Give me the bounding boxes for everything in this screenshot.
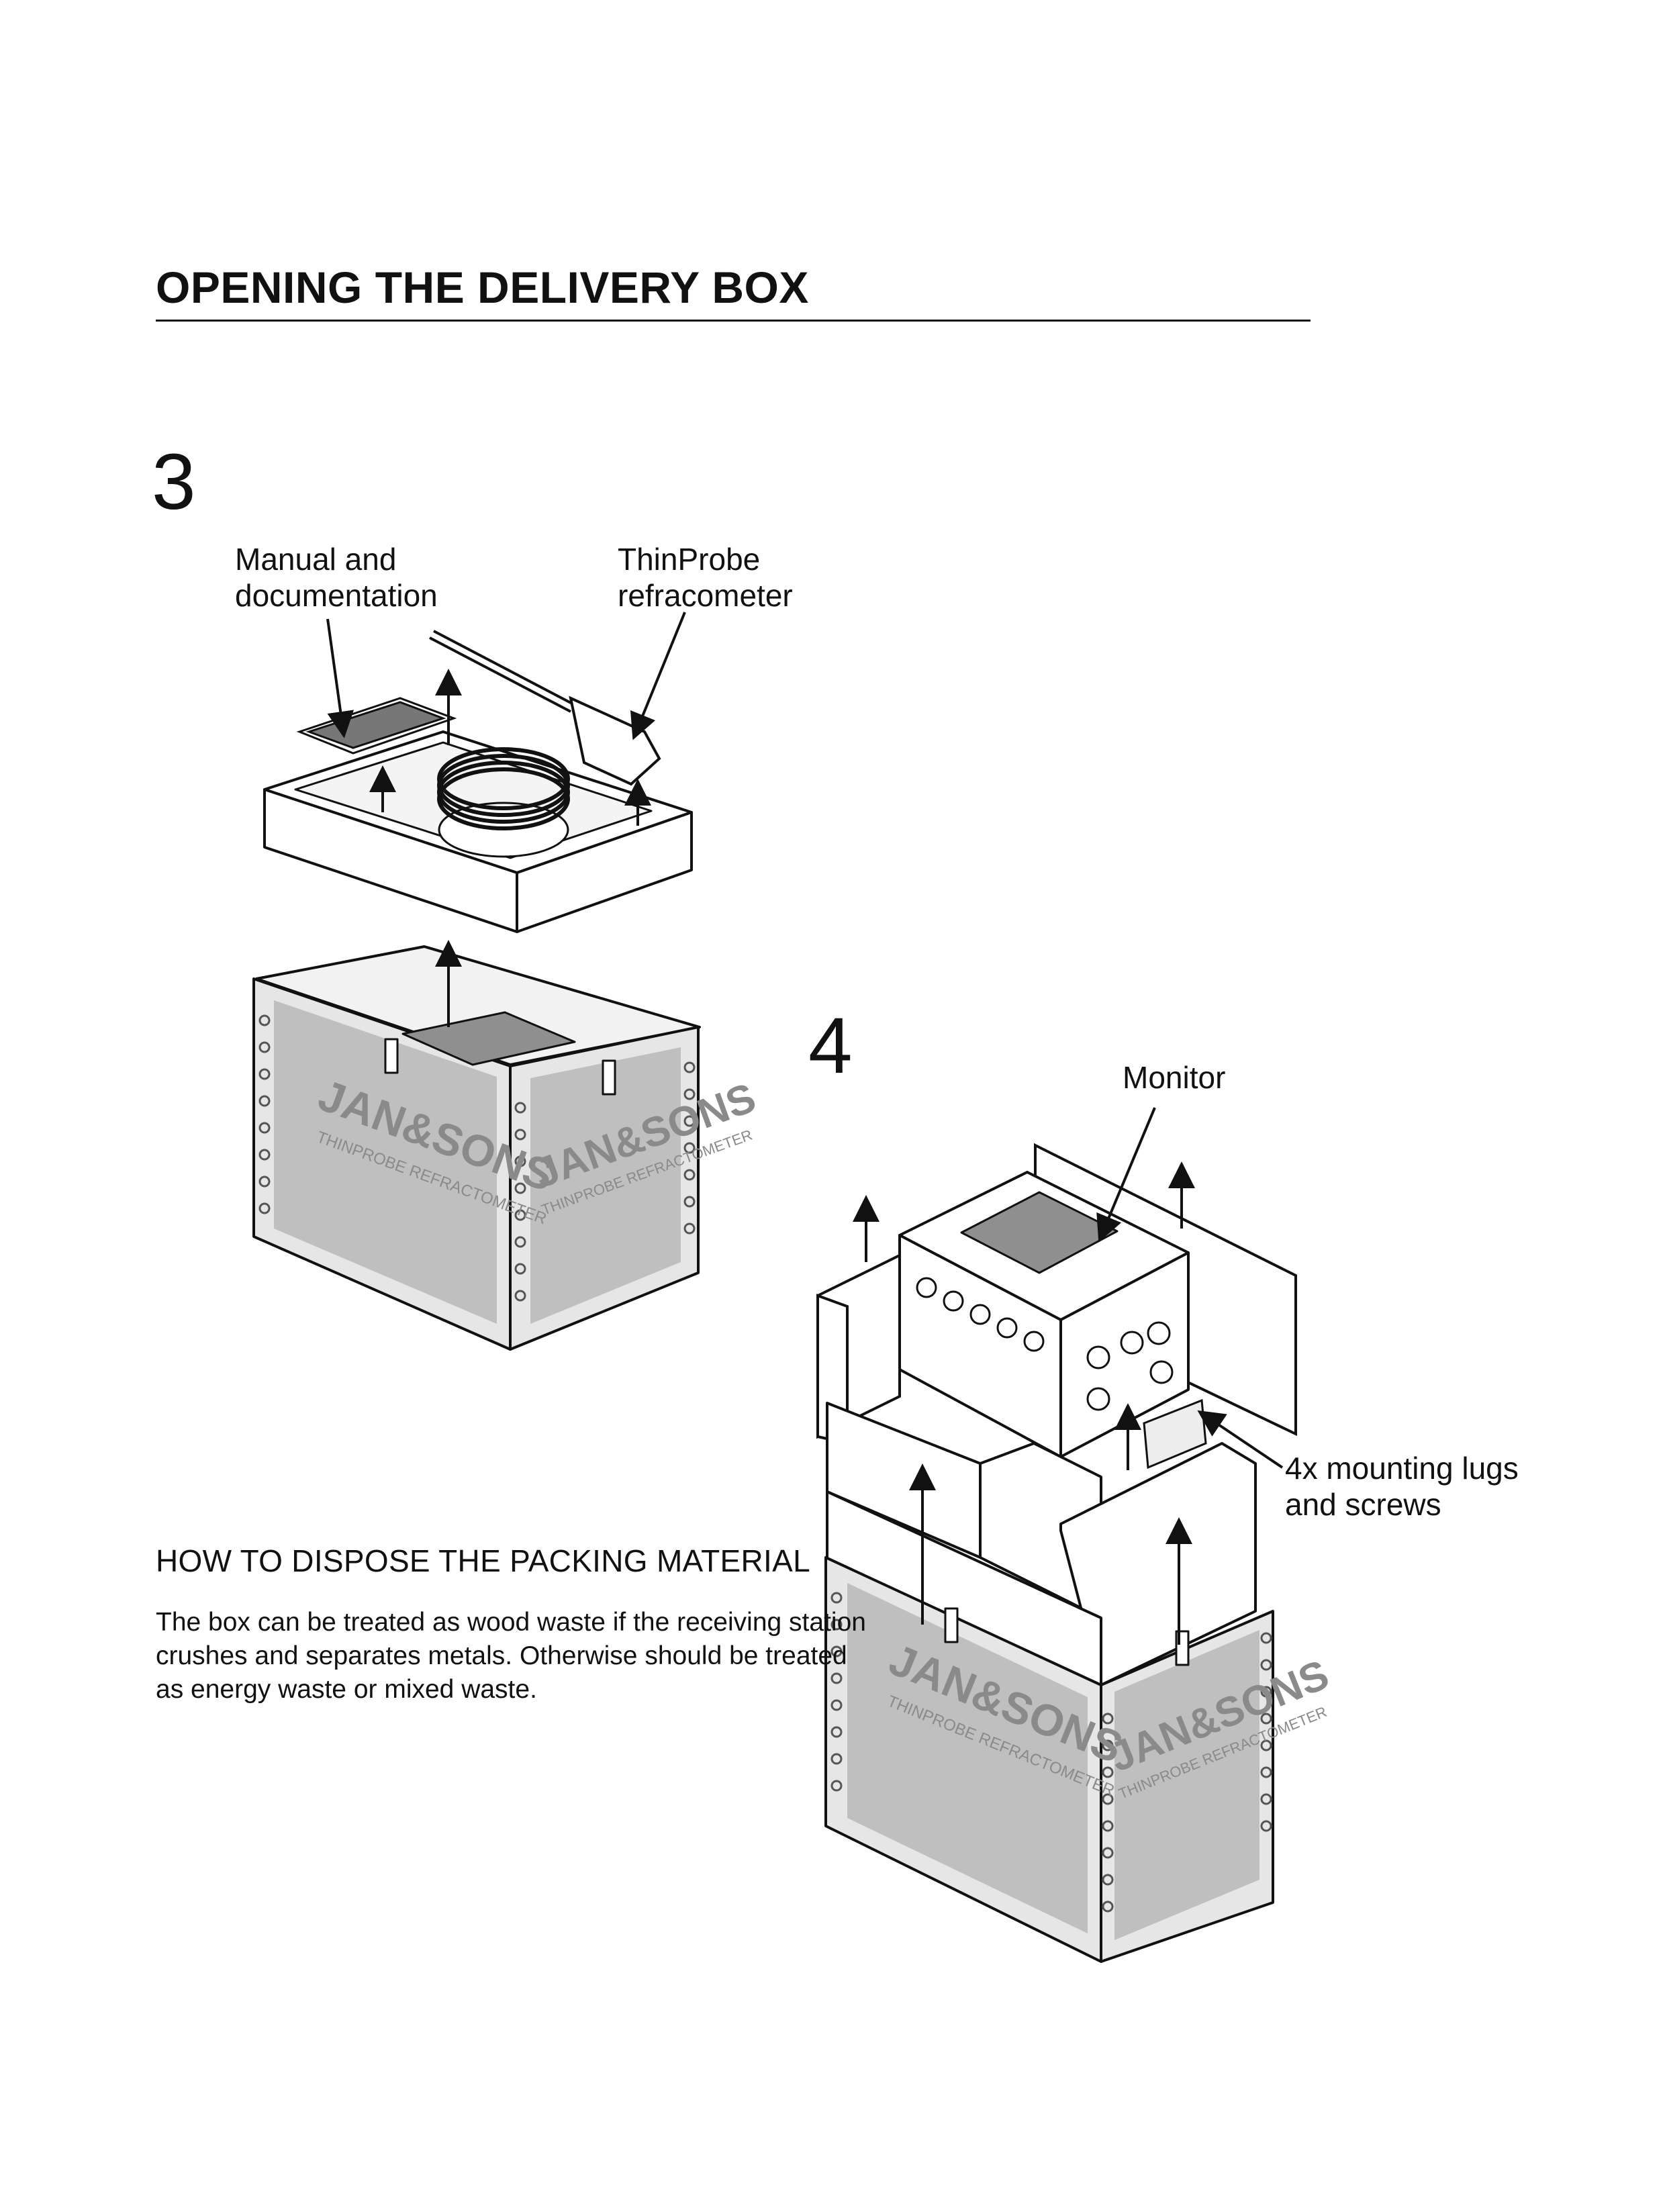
crate-right-panel: [530, 1047, 681, 1324]
crate-4-right-panel: [1114, 1630, 1259, 1940]
step-4-top-foam: [826, 1402, 1257, 1686]
mounting-lugs-label: 4x mounting lugs and screws: [1285, 1451, 1519, 1522]
thinprobe-rod: [429, 630, 661, 786]
probe-label: ThinProbe refracometer: [618, 542, 793, 613]
step-4-crate: [824, 1556, 1274, 1963]
monitor-label: Monitor: [1123, 1060, 1226, 1095]
disposal-text: The box can be treated as wood waste if …: [156, 1608, 866, 1704]
crate-4-left-panel: [847, 1583, 1088, 1933]
title-divider: [156, 320, 1311, 322]
step-4-number: 4: [808, 1002, 853, 1090]
step-3-crate: [252, 945, 701, 1351]
step-4-left-foam: [816, 1253, 901, 1445]
mounting-lugs-bag: [1143, 1398, 1207, 1470]
page-title: OPENING THE DELIVERY BOX: [156, 262, 809, 312]
probe-cable-coil: [437, 747, 570, 830]
step-3-number: 3: [152, 438, 196, 526]
disposal-heading: HOW TO DISPOSE THE PACKING MATERIAL: [156, 1543, 810, 1578]
crate-left-panel: [274, 1000, 497, 1324]
manual-label: Manual and documentation: [235, 542, 438, 613]
